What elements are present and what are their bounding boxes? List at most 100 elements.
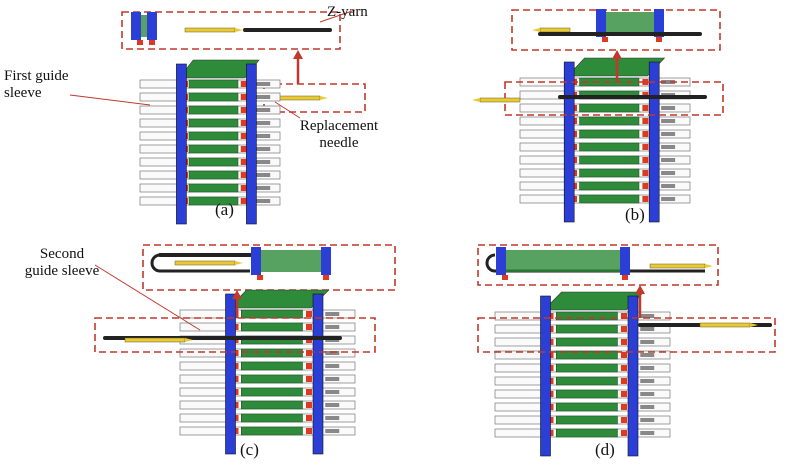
detail-yarn-block [600,12,660,34]
detail-a [131,12,157,45]
detail-clip [149,40,155,45]
gray-rod-end [640,327,655,331]
green-yarn-layer [556,311,618,321]
blue-pillar-right [312,293,324,455]
green-yarn-layer [556,363,618,373]
red-clip [642,170,649,176]
detail-c [251,247,331,280]
gray-rod-end [640,366,655,370]
needle-b [532,27,571,33]
detail-pillar [321,247,331,275]
needle-body [699,322,751,328]
green-yarn-layer [241,413,303,423]
green-yarn-layer [188,157,239,167]
gray-rod-end [661,80,676,84]
gray-rod-end [256,121,271,125]
gray-rod-end [256,82,271,86]
detail-yarn-block [500,250,626,272]
gray-rod-end [661,106,676,110]
gray-rod-end [325,351,340,355]
fabric-stack-a [139,59,281,225]
red-clip [642,105,649,111]
gray-rod-end [661,184,676,188]
green-yarn-layer [241,387,303,397]
red-clip [621,339,627,345]
needle-d-lower [699,322,758,328]
fabric-stack-d [494,291,671,457]
red-clip [240,107,247,113]
detail-pillar [496,247,506,275]
red-clip [621,326,627,332]
green-yarn-layer [556,376,618,386]
needle-body [184,27,236,33]
red-clip [240,94,247,100]
needle-tip [185,338,193,342]
top-surface [178,59,260,79]
replacement-needle-a [184,27,243,33]
gray-rod-end [256,147,271,151]
needle-box-c [94,317,376,353]
needle-d [649,263,713,269]
needle-b-lower [472,97,521,103]
red-clip [621,404,627,410]
green-yarn-layer [556,402,618,412]
green-yarn-layer [188,144,239,154]
red-clip [240,133,247,139]
green-yarn-layer [579,168,640,178]
gray-rod-end [661,197,676,201]
gray-rod-end [325,377,340,381]
green-yarn-layer [188,196,239,206]
gray-rod-end [256,160,271,164]
green-yarn-layer [241,322,303,332]
caption-b: (b) [625,205,645,224]
green-yarn-layer [579,103,640,113]
detail-box-b [511,9,721,51]
needle-tip [532,28,540,32]
gray-rod-end [661,132,676,136]
needle-body [539,27,571,33]
red-clip [621,417,627,423]
gray-rod-end [256,134,271,138]
gray-rod-end [256,173,271,177]
label-replacement-needle: Replacement needle [299,118,379,151]
detail-yarn-block [255,250,327,272]
needle-box-d [477,317,776,353]
arrow-b-head [612,50,622,59]
gray-rod-end [325,364,340,368]
gray-rod-end [640,431,655,435]
detail-clip [257,275,263,280]
gray-rod-end [640,392,655,396]
red-clip [306,402,312,408]
green-yarn-layer [241,361,303,371]
fabric-stack-c [179,289,356,455]
needle-body [274,95,321,101]
green-yarn-layer [556,350,618,360]
green-yarn-layer [556,324,618,334]
red-clip [240,198,247,204]
red-clip [306,350,312,356]
red-clip [240,172,247,178]
red-clip [621,378,627,384]
gray-rod-end [661,145,676,149]
green-yarn-layer [579,129,640,139]
detail-clip [323,275,329,280]
green-yarn-layer [579,142,640,152]
detail-clip [137,40,143,45]
label-z-yarn: Z-yarn [327,4,368,20]
arrow-a-head [293,50,303,59]
needle-tip [750,323,758,327]
green-yarn-layer [241,309,303,319]
green-yarn-layer [556,337,618,347]
green-yarn-layer [241,348,303,358]
gray-rod-end [640,353,655,357]
red-clip [306,363,312,369]
red-clip [621,391,627,397]
red-clip [642,131,649,137]
green-yarn-layer [556,428,618,438]
detail-box-d [477,244,719,286]
red-clip [240,120,247,126]
needle-body [479,97,521,103]
red-clip [240,185,247,191]
detail-clip [656,37,662,42]
red-clip [642,183,649,189]
